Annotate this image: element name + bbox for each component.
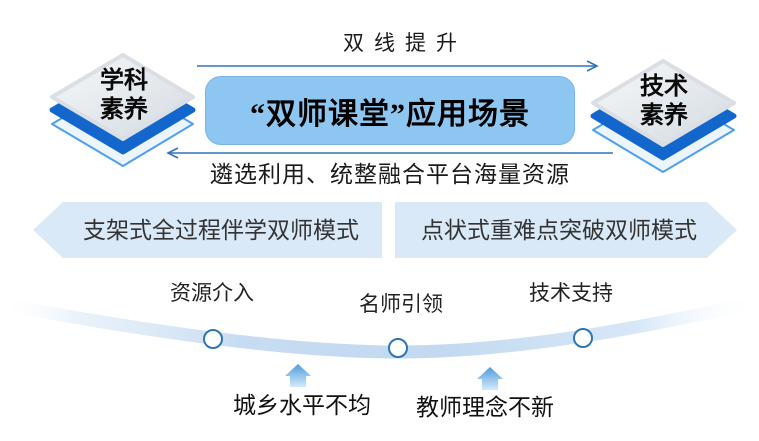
top-flow-arrow [197, 60, 599, 72]
pillar-right-label: 技术 素养 [604, 73, 724, 131]
stage-label-technology: 技术支持 [529, 281, 613, 305]
title-box: “双师课堂”应用场景 [205, 76, 575, 145]
mode-left-label: 支架式全过程伴学双师模式 [83, 218, 359, 243]
bottom-flow-label: 遴选利用、统整融合平台海量资源 [210, 162, 570, 187]
top-flow-label: 双线提升 [343, 31, 467, 55]
pillar-left-line1: 学科 [100, 68, 148, 94]
pillar-left-line2: 素养 [100, 97, 148, 123]
timeline-node-1 [203, 329, 223, 349]
timeline-node-3 [573, 328, 593, 348]
pillar-left-label: 学科 素养 [64, 67, 184, 125]
title-box-label: “双师课堂”应用场景 [250, 97, 530, 131]
timeline-node-2 [388, 338, 408, 358]
problem-label-teacher-mindset: 教师理念不新 [416, 395, 554, 420]
stage-label-teachers: 名师引领 [359, 292, 443, 316]
mode-right-label: 点状式重难点突破双师模式 [421, 218, 697, 243]
up-arrow-left [285, 364, 311, 387]
bottom-flow-arrow [166, 147, 613, 159]
up-arrow-right [477, 367, 503, 390]
stage-label-resources: 资源介入 [170, 281, 254, 305]
problem-label-urban-rural-gap: 城乡水平不均 [233, 393, 371, 418]
pillar-right-line1: 技术 [640, 74, 688, 100]
pillar-right-line2: 素养 [640, 103, 688, 129]
